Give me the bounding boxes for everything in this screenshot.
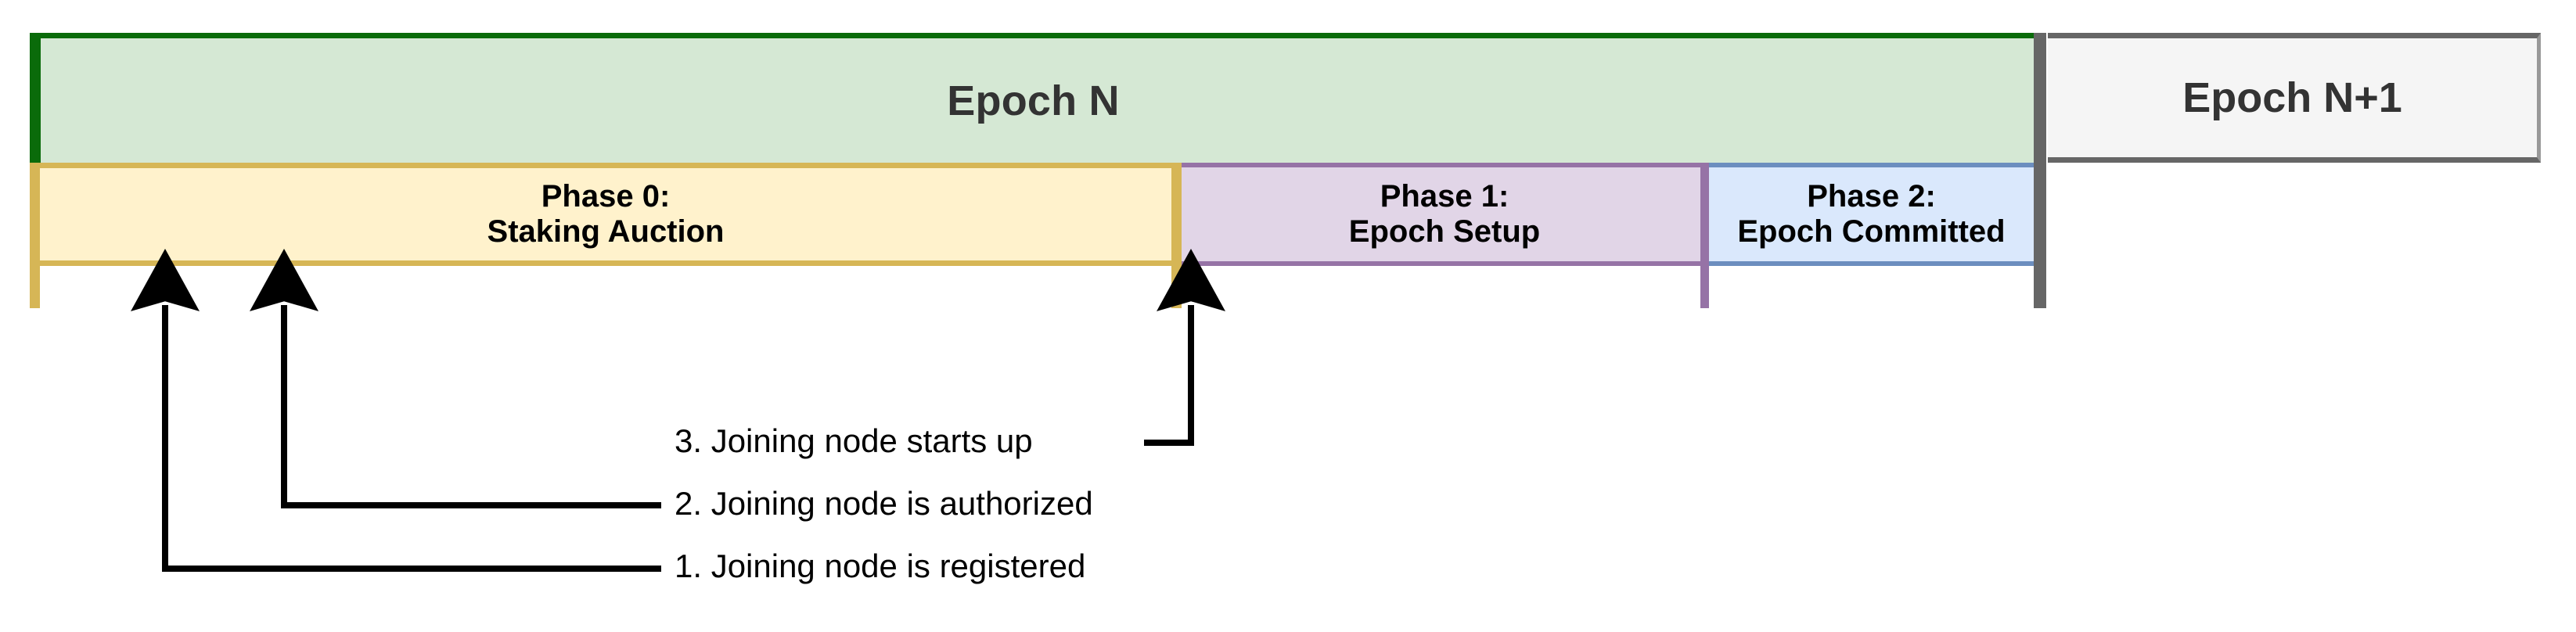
phase-2-subtitle: Epoch Committed [1737, 214, 2006, 249]
phase-0-title: Phase 0: [541, 179, 671, 214]
phase-2-box: Phase 2: Epoch Committed [1709, 163, 2034, 266]
epoch-n-box: Epoch N [30, 33, 2037, 163]
annotation-2-label: 2. Joining node is authorized [675, 485, 1093, 522]
annotation-3-label: 3. Joining node starts up [675, 422, 1033, 459]
epoch-n-left-spine [30, 33, 41, 163]
phase-2-title: Phase 2: [1807, 179, 1936, 214]
phase-1-right-spine [1700, 163, 1709, 308]
phase-0-right-spine [1171, 163, 1182, 308]
epoch-n-plus-1-box: Epoch N+1 [2048, 33, 2541, 163]
annotation-1-label: 1. Joining node is registered [675, 548, 1086, 584]
phase-1-box: Phase 1: Epoch Setup [1182, 163, 1707, 266]
leader-line-1 [131, 249, 661, 572]
phase-0-box: Phase 0: Staking Auction [30, 163, 1182, 266]
leader-line-2 [250, 249, 661, 508]
phase-0-subtitle: Staking Auction [487, 214, 725, 249]
epoch-boundary-divider [2034, 33, 2046, 308]
phase-1-subtitle: Epoch Setup [1348, 214, 1541, 249]
leader-line-3 [1144, 249, 1225, 446]
epoch-n-plus-1-label: Epoch N+1 [2182, 74, 2402, 121]
phase-1-title: Phase 1: [1380, 179, 1509, 214]
epoch-n-label: Epoch N [947, 77, 1120, 124]
phase-0-left-spine [30, 163, 40, 308]
